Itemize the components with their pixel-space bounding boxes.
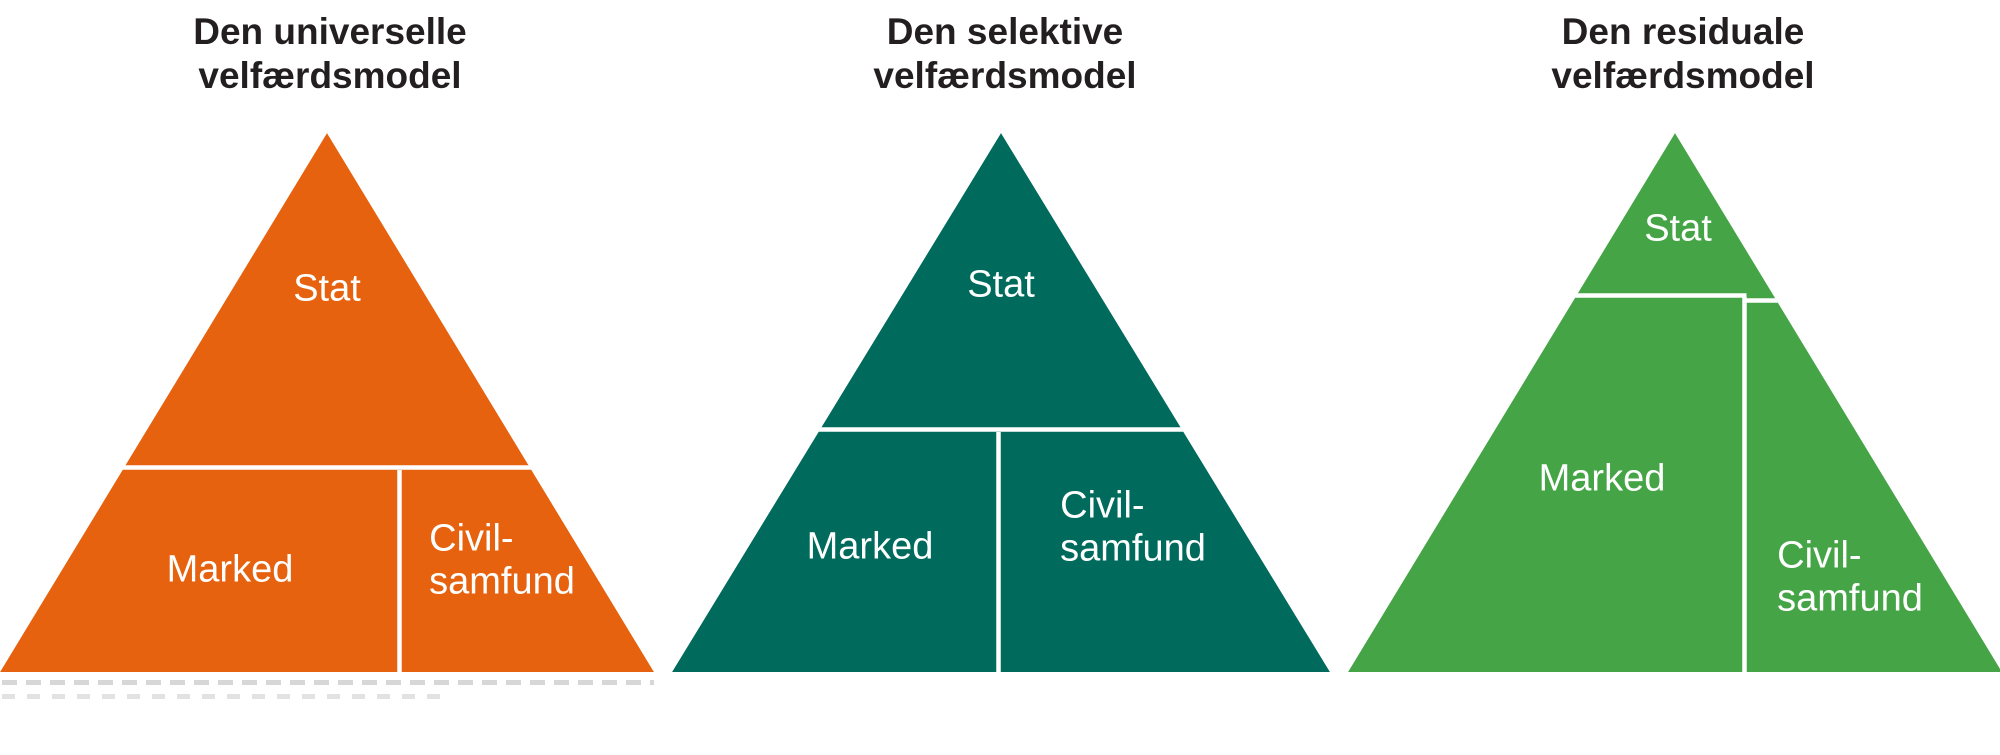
pyramid-title-residual: Den residuale velfærdsmodel — [1403, 10, 1963, 97]
title-line-1: Den residuale — [1561, 11, 1805, 52]
civilsamfund-line-1: Civil- — [429, 517, 514, 560]
title-line-2: velfærdsmodel — [198, 54, 462, 96]
pyramid-selective-shape — [672, 133, 1330, 672]
print-artifact-dashes — [2, 680, 654, 685]
section-label-civilsamfund: Civil- samfund — [429, 517, 575, 602]
title-line-2: velfærdsmodel — [873, 54, 1137, 96]
section-label-civilsamfund: Civil- samfund — [1777, 534, 1923, 619]
pyramid-residual-shape — [1348, 133, 2000, 672]
section-label-civilsamfund: Civil- samfund — [1060, 484, 1206, 569]
title-line-1: Den selektive — [886, 11, 1124, 52]
civilsamfund-line-2: samfund — [429, 560, 575, 602]
civilsamfund-line-2: samfund — [1777, 577, 1923, 619]
civilsamfund-line-2: samfund — [1060, 527, 1206, 569]
civilsamfund-line-1: Civil- — [1060, 484, 1145, 527]
section-label-marked: Marked — [1538, 457, 1666, 500]
section-label-stat: Stat — [1644, 207, 1712, 250]
section-label-marked: Marked — [166, 548, 294, 591]
section-label-stat: Stat — [967, 263, 1035, 306]
section-label-stat: Stat — [293, 267, 361, 310]
title-line-2: velfærdsmodel — [1551, 54, 1815, 96]
civilsamfund-line-1: Civil- — [1777, 534, 1862, 577]
pyramid-title-universal: Den universelle velfærdsmodel — [50, 10, 610, 97]
pyramid-selective — [672, 133, 1330, 672]
section-label-marked: Marked — [806, 525, 934, 568]
title-line-1: Den universelle — [193, 11, 467, 52]
pyramid-universal-shape — [0, 133, 654, 672]
pyramid-title-selective: Den selektive velfærdsmodel — [725, 10, 1285, 97]
pyramid-universal — [0, 133, 654, 672]
print-artifact-dashes — [2, 694, 450, 699]
